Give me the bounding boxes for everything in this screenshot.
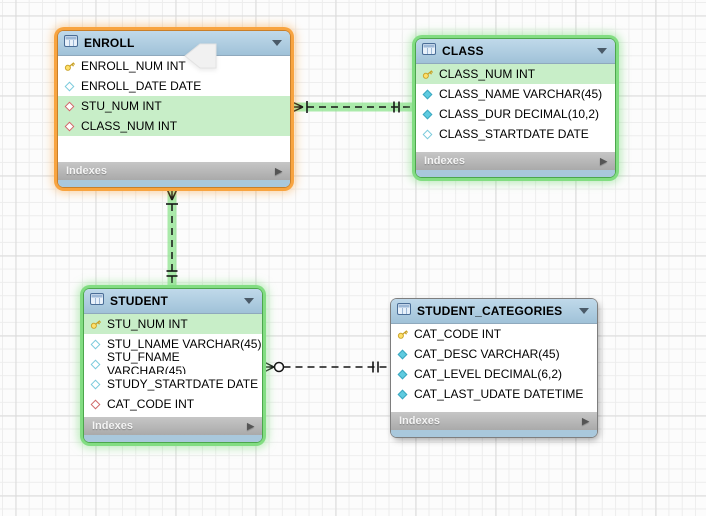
column-row[interactable]: ENROLL_NUM INT — [58, 56, 290, 76]
column-label: STU_NUM INT — [107, 317, 188, 331]
column-label: ENROLL_DATE DATE — [81, 79, 202, 93]
table-icon — [90, 292, 104, 310]
indexes-footer[interactable]: Indexes ▶ — [416, 152, 615, 170]
table-header[interactable]: ENROLL — [58, 31, 290, 56]
table-icon — [422, 42, 436, 60]
mouse-pointer — [184, 43, 217, 69]
table-bottom-strip — [58, 180, 290, 187]
table-icon — [397, 302, 411, 320]
column-label: STU_NUM INT — [81, 99, 162, 113]
column-label: CAT_LEVEL DECIMAL(6,2) — [414, 367, 563, 381]
table-student-categories[interactable]: STUDENT_CATEGORIES CAT_CODE INT CAT_DESC … — [391, 299, 597, 437]
table-bottom-strip — [84, 435, 262, 442]
column-label: CAT_LAST_UDATE DATETIME — [414, 387, 584, 401]
column-row[interactable]: STU_NUM INT — [58, 96, 290, 116]
primary-key-icon — [89, 318, 102, 330]
column-row[interactable]: STU_NUM INT — [84, 314, 262, 334]
column-label: STU_LNAME VARCHAR(45) — [107, 337, 262, 351]
diamond-filled-icon — [396, 349, 409, 359]
collapse-arrow-icon[interactable] — [272, 40, 282, 46]
diamond-outline-icon — [421, 129, 434, 139]
diamond-outline-icon — [89, 339, 102, 349]
column-label: CLASS_NUM INT — [81, 119, 178, 133]
column-label: STUDY_STARTDATE DATE — [107, 377, 259, 391]
indexes-footer[interactable]: Indexes ▶ — [58, 162, 290, 180]
column-row[interactable]: CAT_CODE INT — [84, 394, 262, 414]
table-title: CLASS — [442, 44, 484, 58]
diamond-filled-icon — [396, 369, 409, 379]
primary-key-icon — [396, 328, 409, 340]
column-label: ENROLL_NUM INT — [81, 59, 186, 73]
collapse-arrow-icon[interactable] — [244, 298, 254, 304]
indexes-label: Indexes — [399, 415, 440, 427]
table-student[interactable]: STUDENT STU_NUM INT STU_LNAME VARCHAR(45)… — [84, 289, 262, 442]
diamond-outline-icon — [63, 81, 76, 91]
table-class[interactable]: CLASS CLASS_NUM INT CLASS_NAME VARCHAR(45… — [416, 39, 615, 177]
indexes-label: Indexes — [92, 420, 133, 432]
diamond-filled-icon — [421, 109, 434, 119]
column-label: CLASS_STARTDATE DATE — [439, 127, 589, 141]
table-bottom-strip — [391, 430, 597, 437]
diamond-filled-icon — [396, 389, 409, 399]
column-list: CAT_CODE INT CAT_DESC VARCHAR(45) CAT_LEVE… — [391, 324, 597, 412]
column-list: CLASS_NUM INT CLASS_NAME VARCHAR(45) CLASS… — [416, 64, 615, 152]
collapse-arrow-icon[interactable] — [579, 308, 589, 314]
column-label: CAT_CODE INT — [414, 327, 502, 341]
diamond-outline-icon — [89, 379, 102, 389]
relationship-enroll-class[interactable] — [289, 99, 416, 115]
column-row[interactable]: STU_LNAME VARCHAR(45) — [84, 334, 262, 354]
fk-diamond-icon — [89, 399, 102, 409]
crow-foot-many-icon — [261, 360, 275, 374]
table-header[interactable]: CLASS — [416, 39, 615, 64]
primary-key-icon — [63, 60, 76, 72]
column-row[interactable]: CLASS_DUR DECIMAL(10,2) — [416, 104, 615, 124]
table-enroll[interactable]: ENROLL ENROLL_NUM INT ENROLL_DATE DATE STU… — [58, 31, 290, 187]
column-row[interactable]: STUDY_STARTDATE DATE — [84, 374, 262, 394]
column-row[interactable]: CAT_LAST_UDATE DATETIME — [391, 384, 597, 404]
crow-foot-many-icon — [165, 186, 179, 201]
indexes-label: Indexes — [66, 165, 107, 177]
relationship-enroll-student[interactable] — [164, 186, 180, 289]
indexes-footer[interactable]: Indexes ▶ — [391, 412, 597, 430]
column-row[interactable]: STU_FNAME VARCHAR(45) — [84, 350, 262, 378]
table-header[interactable]: STUDENT_CATEGORIES — [391, 299, 597, 324]
diamond-outline-icon — [89, 359, 102, 369]
column-label: CLASS_NAME VARCHAR(45) — [439, 87, 603, 101]
expand-arrow-icon: ▶ — [275, 165, 282, 176]
column-row[interactable]: CLASS_NUM INT — [58, 116, 290, 136]
column-label: CAT_DESC VARCHAR(45) — [414, 347, 560, 361]
crow-foot-many-icon — [289, 100, 304, 114]
diamond-filled-icon — [421, 89, 434, 99]
column-list: STU_NUM INT STU_LNAME VARCHAR(45)STU_FNAM… — [84, 314, 262, 417]
relationship-student-categories[interactable] — [261, 359, 391, 375]
table-header[interactable]: STUDENT — [84, 289, 262, 314]
column-label: CLASS_NUM INT — [439, 67, 536, 81]
indexes-label: Indexes — [424, 155, 465, 167]
column-label: CAT_CODE INT — [107, 397, 195, 411]
column-row[interactable]: CAT_CODE INT — [391, 324, 597, 344]
table-icon — [64, 34, 78, 52]
column-row[interactable]: CLASS_NAME VARCHAR(45) — [416, 84, 615, 104]
column-row[interactable]: CLASS_STARTDATE DATE — [416, 124, 615, 144]
table-title: STUDENT — [110, 294, 169, 308]
table-bottom-strip — [416, 170, 615, 177]
column-row[interactable]: CAT_DESC VARCHAR(45) — [391, 344, 597, 364]
indexes-footer[interactable]: Indexes ▶ — [84, 417, 262, 435]
column-row[interactable]: CLASS_NUM INT — [416, 64, 615, 84]
optional-circle-icon — [273, 361, 285, 373]
expand-arrow-icon: ▶ — [582, 415, 589, 426]
fk-diamond-icon — [63, 121, 76, 131]
fk-diamond-icon — [63, 101, 76, 111]
table-title: ENROLL — [84, 36, 135, 50]
column-label: CLASS_DUR DECIMAL(10,2) — [439, 107, 600, 121]
expand-arrow-icon: ▶ — [600, 155, 607, 166]
table-title: STUDENT_CATEGORIES — [417, 304, 563, 318]
expand-arrow-icon: ▶ — [247, 420, 254, 431]
column-row[interactable]: ENROLL_DATE DATE — [58, 76, 290, 96]
primary-key-icon — [421, 68, 434, 80]
collapse-arrow-icon[interactable] — [597, 48, 607, 54]
column-row[interactable]: CAT_LEVEL DECIMAL(6,2) — [391, 364, 597, 384]
column-list: ENROLL_NUM INT ENROLL_DATE DATE STU_NUM IN… — [58, 56, 290, 162]
